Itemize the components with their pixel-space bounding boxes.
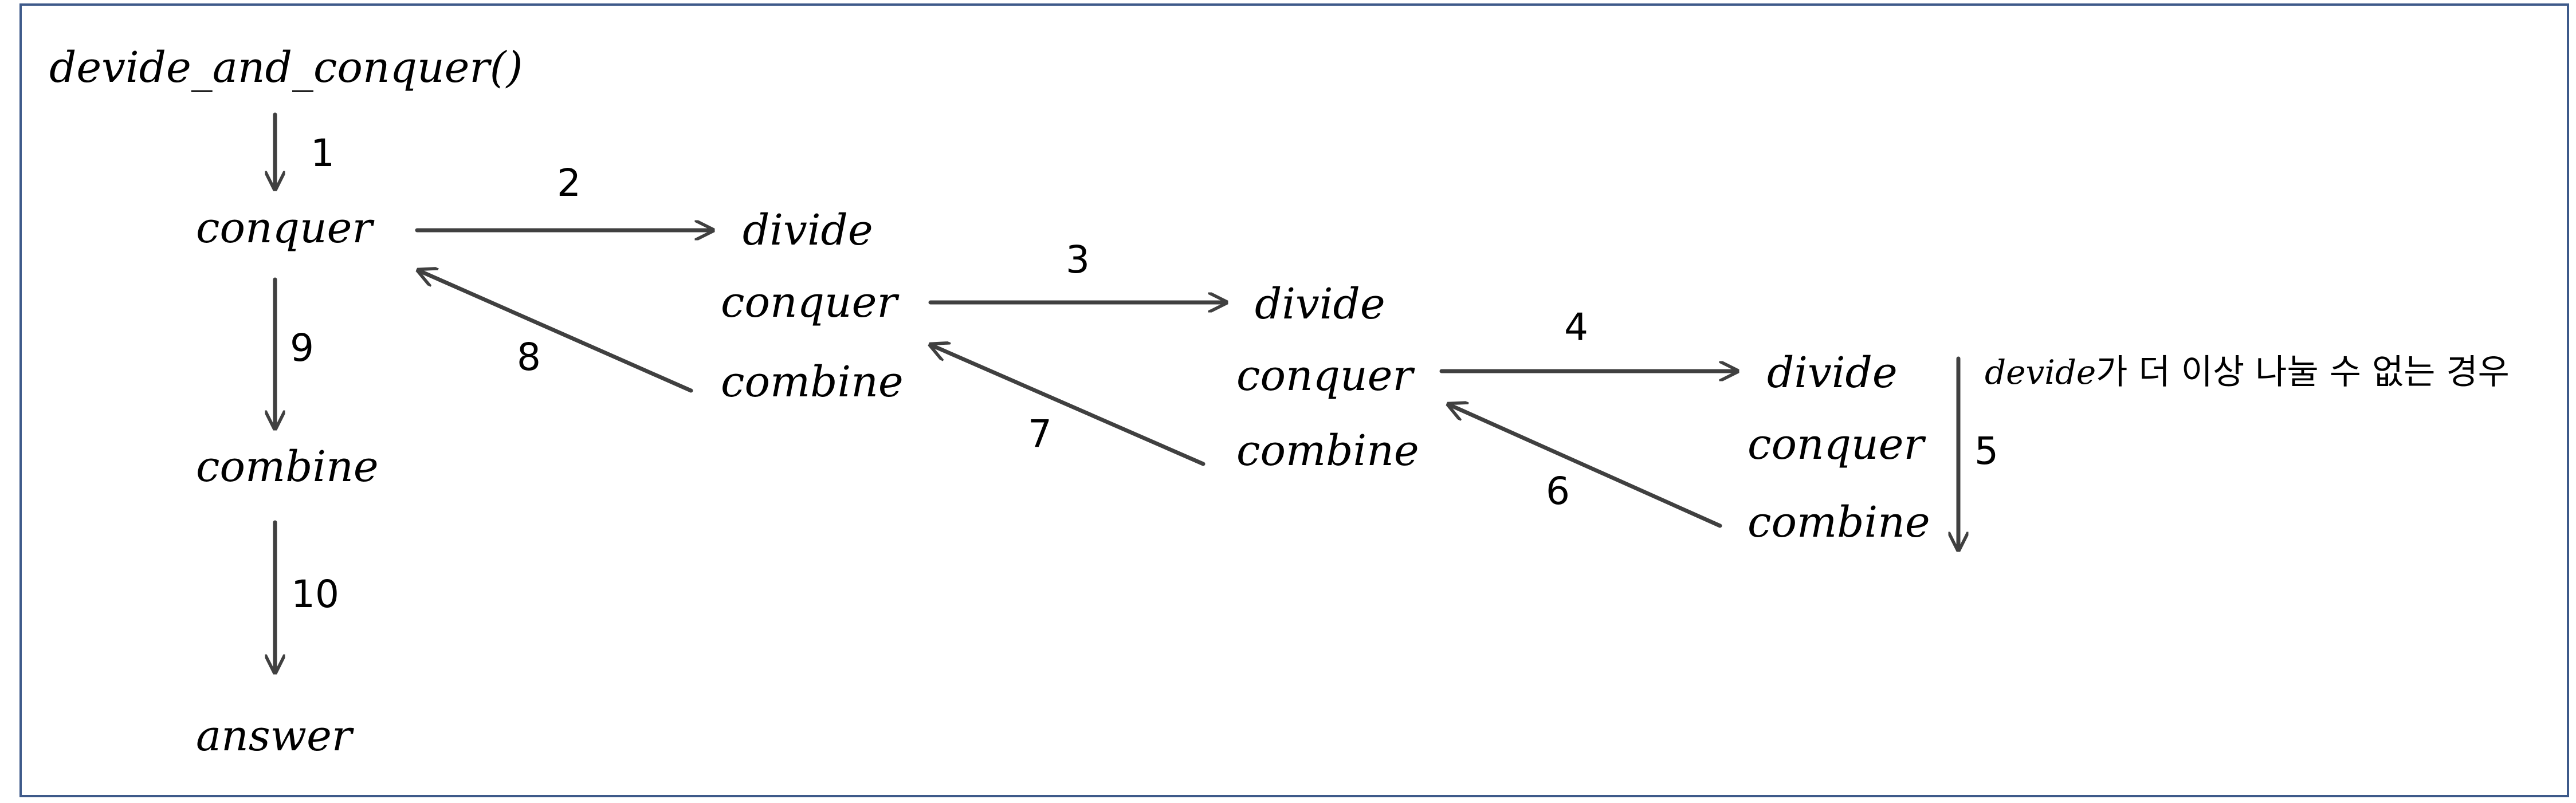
level1-combine: combine xyxy=(721,357,904,407)
root-call: devide_and_conquer() xyxy=(49,43,523,92)
level1-divide: divide xyxy=(743,206,873,255)
level3-divide: divide xyxy=(1767,348,1898,397)
step-label-4: 4 xyxy=(1564,305,1588,349)
level1-conquer: conquer xyxy=(721,278,900,327)
step-label-2: 2 xyxy=(557,161,581,205)
step-label-7: 7 xyxy=(1028,412,1052,456)
base-case-note-var: devide xyxy=(1985,353,2096,392)
step-label-6: 6 xyxy=(1546,469,1570,513)
step-label-8: 8 xyxy=(517,335,541,379)
level2-combine: combine xyxy=(1236,426,1419,475)
arrow-step-6 xyxy=(1448,404,1722,528)
level2-divide: divide xyxy=(1255,280,1385,329)
level0-combine: combine xyxy=(196,442,379,491)
step-label-5: 5 xyxy=(1974,429,1998,473)
arrow-step-7 xyxy=(930,345,1205,466)
base-case-note: devide가 더 이상 나눌 수 없는 경우 xyxy=(1985,352,2510,392)
level3-conquer: conquer xyxy=(1748,420,1926,469)
level0-answer: answer xyxy=(196,711,355,761)
step-label-3: 3 xyxy=(1066,238,1090,282)
arrow-step-8 xyxy=(418,270,693,393)
level3-combine: combine xyxy=(1748,498,1930,547)
level0-conquer: conquer xyxy=(196,203,375,253)
step-label-10: 10 xyxy=(291,572,339,616)
step-label-9: 9 xyxy=(290,326,314,370)
diagram-frame xyxy=(19,3,2569,797)
step-label-1: 1 xyxy=(311,131,335,175)
level2-conquer: conquer xyxy=(1236,351,1415,400)
base-case-note-text: 가 더 이상 나눌 수 없는 경우 xyxy=(2096,352,2510,392)
